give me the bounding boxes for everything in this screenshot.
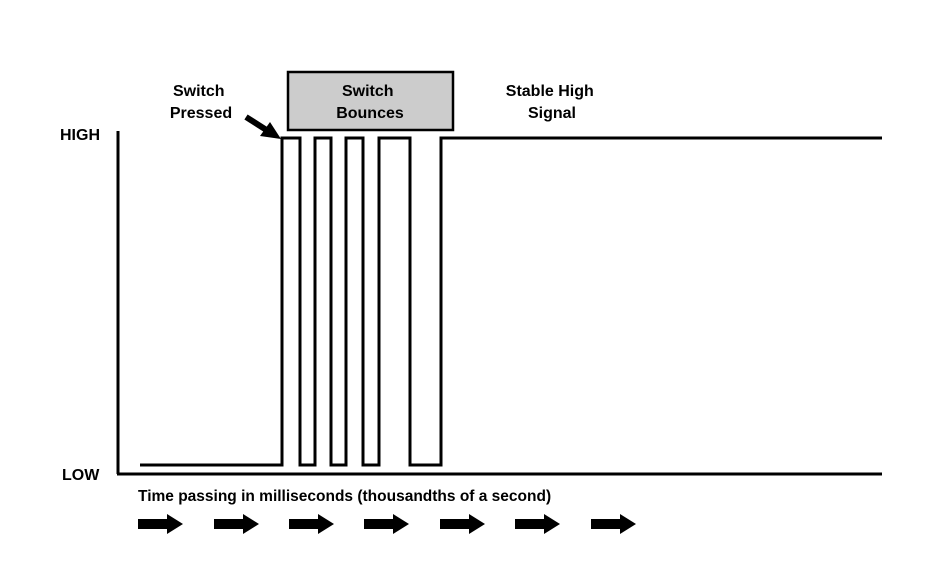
right-arrow-icon — [364, 514, 409, 534]
switch-pressed-line-1: Switch — [173, 83, 225, 100]
stable-high-line-2: Signal — [528, 105, 576, 122]
right-arrow-icon — [138, 514, 183, 534]
time-caption: Time passing in milliseconds (thousandth… — [138, 488, 551, 505]
stable-high-line-1: Stable High — [506, 83, 594, 100]
switch-pressed-line-2: Pressed — [170, 105, 232, 122]
switch-pressed-label: Switch Pressed — [170, 83, 232, 122]
right-arrow-icon — [591, 514, 636, 534]
switch-bounces-line-1: Switch — [342, 83, 394, 100]
switch-bounces-label: Switch Bounces — [336, 83, 404, 122]
stable-high-label: Stable High Signal — [506, 83, 598, 122]
signal-waveform — [140, 136, 882, 467]
high-level-label: HIGH — [60, 127, 100, 144]
right-arrow-icon — [515, 514, 560, 534]
low-level-label: LOW — [62, 467, 100, 484]
time-arrows — [138, 514, 636, 534]
right-arrow-icon — [440, 514, 485, 534]
switch-bounces-box — [286, 70, 455, 132]
right-arrow-icon — [289, 514, 334, 534]
right-arrow-icon — [214, 514, 259, 534]
pointer-arrow-icon — [244, 114, 281, 139]
switch-bounces-line-2: Bounces — [336, 105, 404, 122]
